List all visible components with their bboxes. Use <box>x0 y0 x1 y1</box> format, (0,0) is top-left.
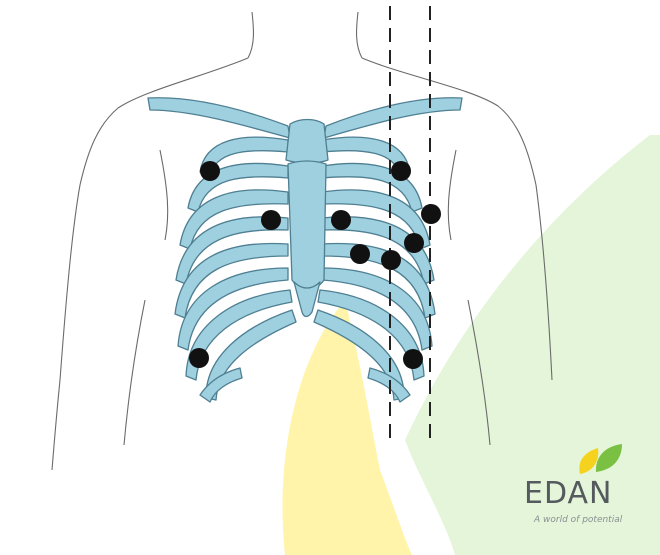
armpit-right <box>448 150 456 240</box>
neck-left <box>248 12 253 58</box>
waist-left <box>124 300 145 445</box>
electrode-rl <box>189 348 209 368</box>
electrode-v3 <box>350 244 370 264</box>
logo-tagline: A world of potential <box>534 515 622 525</box>
electrode-v2 <box>331 210 351 230</box>
electrode-v5 <box>404 233 424 253</box>
electrode-la <box>391 161 411 181</box>
electrode-v6 <box>421 204 441 224</box>
electrode-v1 <box>261 210 281 230</box>
neck-right <box>357 12 362 58</box>
armpit-left <box>160 150 168 240</box>
sternum-manubrium <box>286 120 328 164</box>
clavicle-right <box>324 98 462 138</box>
electrode-v4 <box>381 250 401 270</box>
electrode-ra <box>200 161 220 181</box>
electrode-ll <box>403 349 423 369</box>
clavicle-left <box>148 98 290 138</box>
sternum-body <box>288 161 326 289</box>
logo-wordmark: EDAN <box>524 476 613 511</box>
